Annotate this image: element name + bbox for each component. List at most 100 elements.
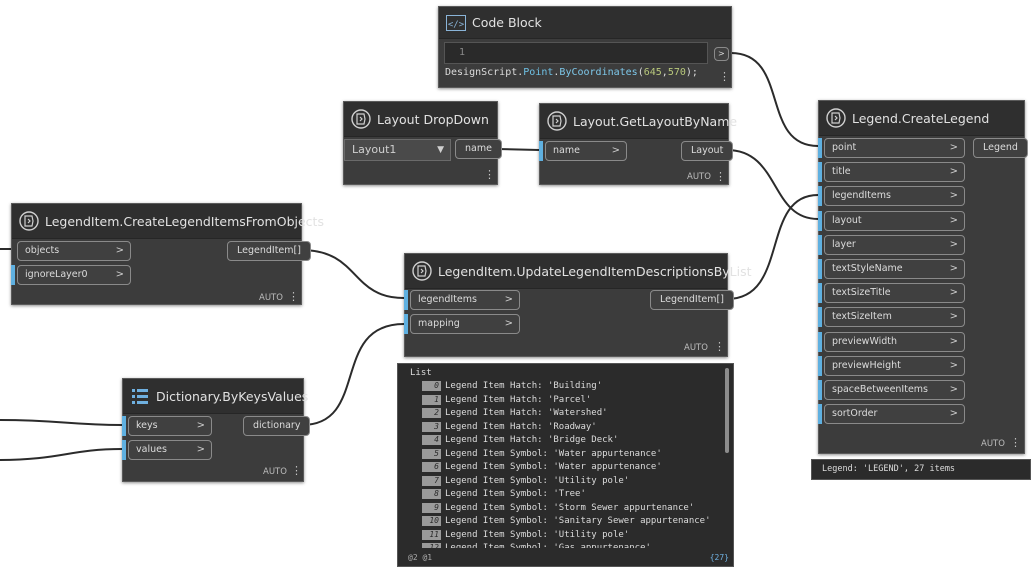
layout-input-port[interactable]: layout > <box>824 210 965 231</box>
legenditems-output-port[interactable]: LegendItem[] <box>227 241 311 261</box>
input-accent <box>818 186 822 207</box>
name-input-port[interactable]: name > <box>545 141 627 161</box>
input-accent <box>404 314 408 334</box>
lacing-label: AUTO <box>981 439 1005 449</box>
legend-output-port[interactable]: Legend <box>973 138 1028 158</box>
node-menu-icon[interactable]: ⋮ <box>715 170 726 183</box>
legenditems-output-port[interactable]: LegendItem[] <box>650 290 734 310</box>
port-label: layout <box>832 214 862 226</box>
title-input-port[interactable]: title> <box>824 162 965 183</box>
wire-update-to-legenditems <box>726 194 819 300</box>
dictionary-output-port[interactable]: dictionary <box>243 416 311 436</box>
update-legend-items-node[interactable]: LegendItem.UpdateLegendItemDescriptionsB… <box>404 253 752 357</box>
input-accent <box>818 259 822 279</box>
node-menu-icon[interactable]: ⋮ <box>484 168 495 181</box>
list-index: 7 <box>422 475 441 486</box>
port-label: name <box>553 145 580 156</box>
code-arg1: 645 <box>643 67 662 78</box>
node-menu-icon[interactable]: ⋮ <box>291 464 302 477</box>
list-levels: @2 @1 <box>408 553 433 562</box>
point-input-port[interactable]: point> <box>824 138 965 158</box>
list-item-text: Legend Item Hatch: 'Watershed' <box>445 408 608 418</box>
input-accent <box>818 380 822 400</box>
node-menu-icon[interactable]: ⋮ <box>714 340 725 353</box>
dropdown-output-port[interactable]: name <box>455 139 502 159</box>
wire-dictionary-to-mapping <box>301 323 405 426</box>
sortorder-input-port[interactable]: sortOrder> <box>824 404 965 425</box>
node-menu-icon[interactable]: ⋮ <box>288 290 299 303</box>
list-item-text: Legend Item Symbol: 'Water appurtenance' <box>445 448 662 459</box>
node-icon <box>547 111 567 131</box>
chevron-right-icon: > <box>611 145 620 156</box>
create-legend-node[interactable]: Legend.CreateLegend point>title>legendIt… <box>818 100 1028 454</box>
chevron-right-icon: > <box>949 359 958 371</box>
code-editor[interactable]: 1DesignScript.Point.ByCoordinates(645,57… <box>444 42 708 78</box>
objects-input-port[interactable]: objects> <box>17 241 131 261</box>
wire-dropdown-to-getlayout <box>496 148 540 151</box>
input-accent <box>122 416 126 436</box>
node-menu-icon[interactable]: ⋮ <box>719 70 730 83</box>
scrollbar[interactable] <box>725 368 729 453</box>
chevron-right-icon: > <box>949 214 958 226</box>
get-layout-node[interactable]: Layout.GetLayoutByName name> Layout AUTO… <box>539 103 737 185</box>
legenditems-input-port[interactable]: legendItems> <box>410 290 520 310</box>
layout-select[interactable]: Layout1 ▼ <box>344 139 451 161</box>
wire-left-to-keys <box>0 419 123 426</box>
list-index: 3 <box>422 421 441 432</box>
svg-text:</>: </> <box>448 20 465 30</box>
code-block-node[interactable]: </> Code Block 1DesignScript.Point.ByCoo… <box>438 6 732 88</box>
create-legend-items-node[interactable]: LegendItem.CreateLegendItemsFromObjects … <box>11 203 324 305</box>
chevron-right-icon: > <box>504 294 513 305</box>
list-index: 12 <box>422 543 441 548</box>
list-count: {27} <box>709 553 729 562</box>
values-input-port[interactable]: values> <box>128 440 212 460</box>
input-accent <box>818 162 822 183</box>
input-accent <box>818 404 822 425</box>
list-index: 2 <box>422 408 441 418</box>
port-label: sortOrder <box>832 408 878 420</box>
wire-left-to-values <box>0 448 123 461</box>
code-method: ByCoordinates <box>559 67 638 78</box>
list-item-text: Legend Item Hatch: 'Parcel' <box>445 394 592 405</box>
input-accent <box>818 355 822 376</box>
code-arg2: 570 <box>667 67 686 78</box>
chevron-right-icon: > <box>949 263 958 274</box>
input-accent <box>818 234 822 255</box>
node-menu-icon[interactable]: ⋮ <box>1010 436 1021 449</box>
node-icon <box>412 261 432 281</box>
wire-code-to-point <box>730 52 819 147</box>
code-output-port[interactable]: > <box>714 47 729 61</box>
list-item-text: Legend Item Hatch: 'Building' <box>445 381 603 391</box>
spacebetweenitems-input-port[interactable]: spaceBetweenItems> <box>824 380 965 400</box>
port-label: legendItems <box>832 190 891 202</box>
previewheight-input-port[interactable]: previewHeight > <box>824 355 965 376</box>
keys-input-port[interactable]: keys> <box>128 416 212 436</box>
mapping-input-port[interactable]: mapping> <box>410 314 520 334</box>
list-item-text: Legend Item Symbol: 'Tree' <box>445 489 586 499</box>
input-accent <box>818 307 822 328</box>
list-index: 6 <box>422 462 441 472</box>
legenditems-input-port[interactable]: legendItems > <box>824 186 965 207</box>
ignorelayer0-input-port[interactable]: ignoreLayer0> <box>17 265 131 285</box>
port-label: previewHeight <box>832 359 901 371</box>
textstylename-input-port[interactable]: textStyleName> <box>824 259 965 279</box>
list-item: 2 Legend Item Hatch: 'Watershed' <box>422 407 608 420</box>
layer-input-port[interactable]: layer> <box>824 234 965 255</box>
layout-output-port[interactable]: Layout <box>681 141 734 161</box>
list-header: List <box>410 368 432 378</box>
dictionary-node[interactable]: Dictionary.ByKeysValues keys> values> di… <box>122 378 311 482</box>
textsizetitle-input-port[interactable]: textSizeTitle> <box>824 283 965 304</box>
list-index: 5 <box>422 448 441 459</box>
textsizeitem-input-port[interactable]: textSizeItem> <box>824 307 965 328</box>
previewwidth-input-port[interactable]: previewWidth> <box>824 331 965 352</box>
chevron-right-icon: > <box>949 190 958 202</box>
layout-dropdown-node[interactable]: Layout DropDown Layout1 ▼ name ⋮ <box>343 101 502 185</box>
port-label: spaceBetweenItems <box>832 384 929 395</box>
code-class: Point <box>523 67 554 78</box>
